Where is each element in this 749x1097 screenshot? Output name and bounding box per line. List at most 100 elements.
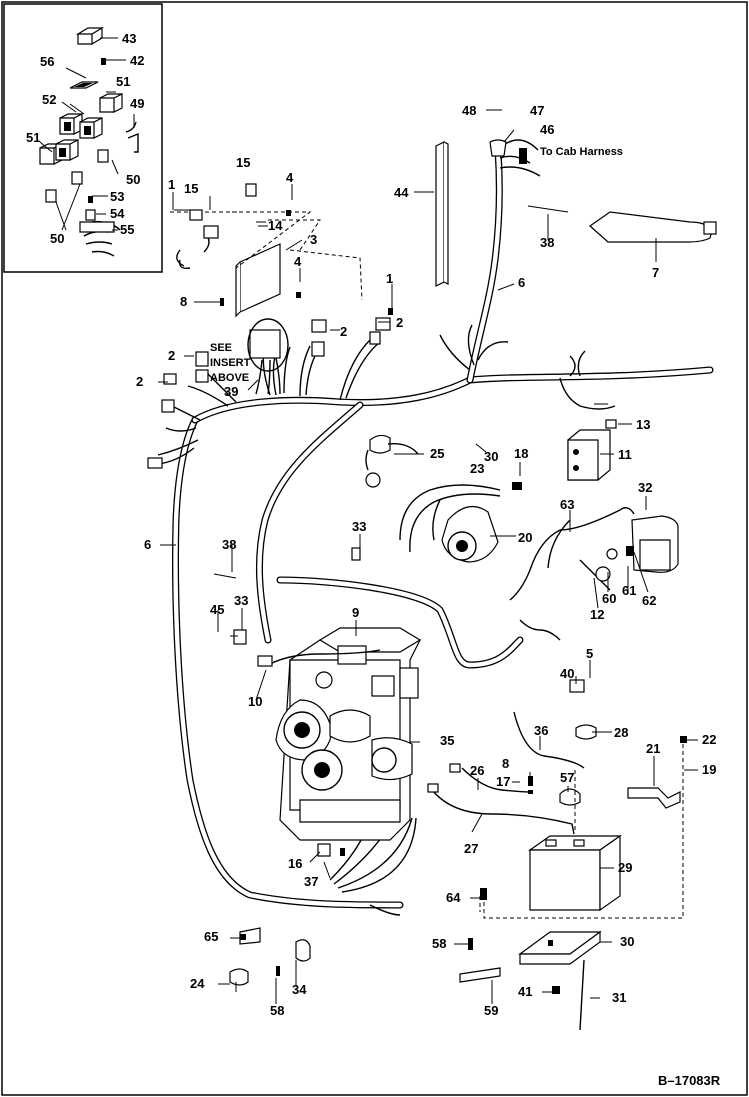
components-middle: [213, 419, 679, 693]
callout: 61: [622, 583, 636, 598]
insert-leader-lines: [39, 37, 135, 231]
callout: 12: [590, 607, 604, 622]
callout: 15: [236, 155, 250, 170]
insert-box: [3, 3, 163, 273]
callout-insert: 42: [130, 53, 144, 68]
callout: 62: [642, 593, 656, 608]
callout: 21: [646, 741, 660, 756]
callout: 2: [396, 315, 403, 330]
branch-wires: [157, 139, 616, 916]
callout: 23: [470, 461, 484, 476]
callout: 6: [518, 275, 525, 290]
callout: 25: [430, 446, 444, 461]
callout: 14: [268, 218, 283, 233]
callout: 10: [248, 694, 262, 709]
figure-number: B–17083R: [658, 1073, 721, 1088]
callout: 24: [190, 976, 205, 991]
callout: 65: [204, 929, 218, 944]
callout: 1: [168, 177, 175, 192]
callout: 3: [310, 232, 317, 247]
callout-insert: 49: [130, 96, 144, 111]
see-insert-note: SEE: [210, 342, 232, 354]
callout: 34: [292, 982, 307, 997]
relay-bracket: [235, 243, 289, 395]
callout: 60: [602, 591, 616, 606]
callout: 64: [446, 890, 461, 905]
callout: 58: [432, 936, 446, 951]
callout-insert: 53: [110, 189, 124, 204]
callout: 15: [184, 181, 198, 196]
callout: 57: [560, 770, 574, 785]
connectors: [147, 183, 393, 469]
mounting-dash-lines: [170, 211, 363, 301]
callout-leaders: [158, 109, 698, 1004]
callout: 1: [386, 271, 393, 286]
callout: 27: [464, 841, 478, 856]
callout: 33: [234, 593, 248, 608]
callout: 47: [530, 103, 544, 118]
callout: 33: [352, 519, 366, 534]
callout: 8: [502, 756, 509, 771]
callout: 36: [534, 723, 548, 738]
callout: 20: [518, 530, 532, 545]
callout: 48: [462, 103, 476, 118]
callout: 4: [286, 170, 294, 185]
callout: 2: [340, 324, 347, 339]
engine-assembly: [257, 627, 422, 857]
callout: 40: [560, 666, 574, 681]
see-insert-note: INSERT: [210, 357, 251, 369]
callout: 4: [294, 254, 302, 269]
callout: 46: [540, 122, 554, 137]
callout: 63: [560, 497, 574, 512]
to-cab-harness-note: To Cab Harness: [540, 146, 623, 158]
callout: 2: [168, 348, 175, 363]
callout: 26: [470, 763, 484, 778]
callout-insert: 56: [40, 54, 54, 69]
callout: 28: [614, 725, 628, 740]
callout: 58: [270, 1003, 284, 1018]
cab-harness-parts: [435, 139, 717, 287]
callout: 38: [222, 537, 236, 552]
callout: 39: [224, 384, 238, 399]
callout: 59: [484, 1003, 498, 1018]
battery-area: [427, 711, 687, 1031]
insert-detail-art: [39, 26, 139, 257]
insert-callouts: 43 42 56 51 52 49 51 50 53 54 55 50: [26, 31, 144, 246]
callout: 30: [484, 449, 498, 464]
callout: 9: [352, 605, 359, 620]
callout: 7: [652, 265, 659, 280]
callout: 2: [136, 374, 143, 389]
callout: 31: [612, 990, 626, 1005]
callout: 19: [702, 762, 716, 777]
callout-insert: 54: [110, 206, 125, 221]
diagram-notes: SEE INSERT ABOVE To Cab Harness B–17083R: [210, 146, 721, 1088]
callout-insert: 51: [26, 130, 40, 145]
see-insert-note: ABOVE: [210, 372, 249, 384]
callout-insert: 50: [126, 172, 140, 187]
callout: 17: [496, 774, 510, 789]
callout-insert: 50: [50, 231, 64, 246]
callout: 29: [618, 860, 632, 875]
callout: 13: [636, 417, 650, 432]
callout-insert: 43: [122, 31, 136, 46]
callout-insert: 52: [42, 92, 56, 107]
callout: 18: [514, 446, 528, 461]
callout: 6: [144, 537, 151, 552]
callout: 22: [702, 732, 716, 747]
callout: 5: [586, 646, 593, 661]
callout: 41: [518, 984, 532, 999]
callout: 44: [394, 185, 409, 200]
callout: 16: [288, 856, 302, 871]
loose-parts: [229, 927, 311, 992]
callout: 38: [540, 235, 554, 250]
callout: 37: [304, 874, 318, 889]
callout-insert: 51: [116, 74, 130, 89]
bolts-small: [174, 209, 608, 405]
callout: 32: [638, 480, 652, 495]
callout: 35: [440, 733, 454, 748]
callout: 8: [180, 294, 187, 309]
callout: 45: [210, 602, 224, 617]
main-callouts: 1 15 15 4 14 3 8 4 1 2 2 2 2 39 6 44 48 …: [136, 103, 716, 1018]
